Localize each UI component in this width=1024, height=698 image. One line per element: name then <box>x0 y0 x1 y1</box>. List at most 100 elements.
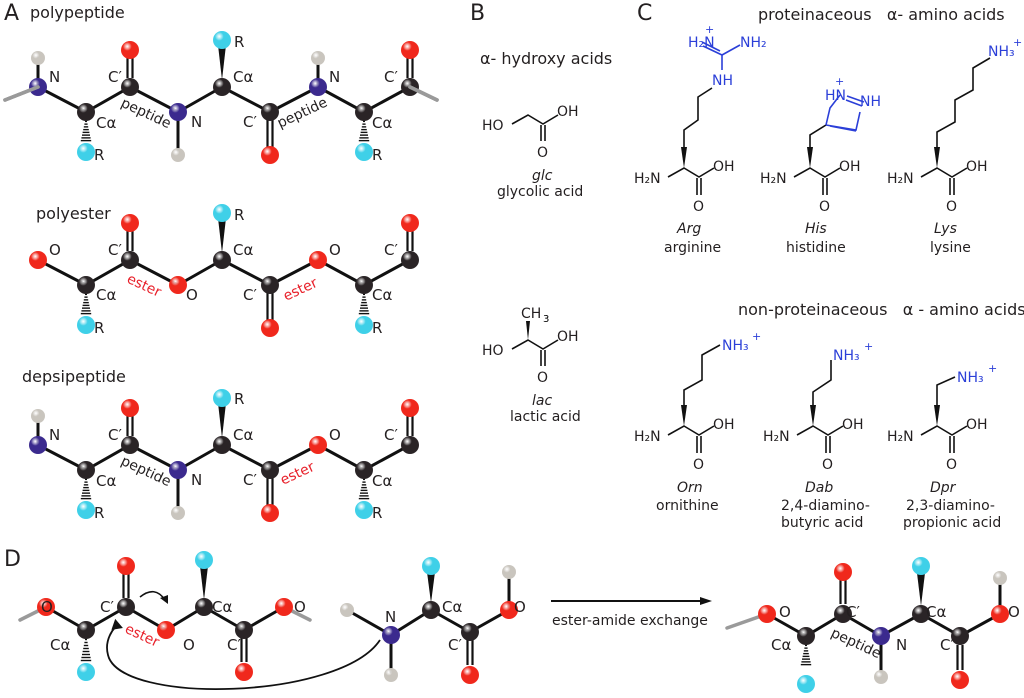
oxygen-atom <box>500 601 518 619</box>
oxygen-atom <box>29 251 47 269</box>
skeleton-bond <box>683 87 713 147</box>
carbon-atom <box>121 251 139 269</box>
r-group-atom <box>912 557 930 575</box>
nitrogen-atom <box>382 626 400 644</box>
oxygen-atom <box>121 214 139 232</box>
oxygen-atom <box>834 563 852 581</box>
carbon-atom <box>213 78 231 96</box>
wedge-bond <box>200 566 208 600</box>
atom-label: C′ <box>227 636 241 654</box>
single-bond <box>268 258 320 287</box>
carbon-atom <box>77 276 95 294</box>
atom-label: N <box>49 68 60 86</box>
hydroxyl-label: OH <box>966 417 988 433</box>
atom-label: O <box>186 286 198 304</box>
r-label: R <box>94 146 104 164</box>
atom-label: Cα <box>372 472 392 490</box>
polyester-title: polyester <box>36 204 111 223</box>
side-chain-label: NH₂ <box>740 35 767 51</box>
bond-label-peptide: peptide <box>118 95 173 132</box>
polyester-labels: O C′ Cα O Cα C′ O Cα C′ R R R ester este… <box>49 206 398 337</box>
hydrogen-atom <box>874 670 888 684</box>
atom-label: N <box>329 68 340 86</box>
atom-label: C′ <box>448 636 462 654</box>
carbon-atom <box>77 621 95 639</box>
lactic-acid-name: lactic acid <box>510 409 581 425</box>
carbonyl-o-label: O <box>822 457 833 473</box>
wedge-bond <box>218 45 226 80</box>
oxygen-atom <box>261 504 279 522</box>
hydroxyl-label: OH <box>713 159 735 175</box>
atom-label: Cα <box>233 68 253 86</box>
carbon-atom <box>195 598 213 616</box>
oxygen-atom <box>951 671 969 689</box>
r-group-atom <box>77 501 95 519</box>
skeleton-bond <box>936 376 956 405</box>
r-group-atom <box>355 316 373 334</box>
atom-label: O <box>49 241 61 259</box>
single-bond <box>36 258 88 287</box>
carbon-atom <box>912 605 930 623</box>
single-bond <box>220 85 272 114</box>
glc-abbr: glc <box>532 168 553 184</box>
atom-label: OH <box>557 329 579 345</box>
side-chain-label: NH <box>860 94 881 110</box>
atom-label: OH <box>557 104 579 120</box>
guanidino-bond <box>721 44 741 56</box>
bond-label-peptide: peptide <box>118 453 173 490</box>
amine-label: H₂N <box>760 171 787 187</box>
skeleton-bond <box>920 167 968 178</box>
atom-label: N <box>191 471 202 489</box>
oxygen-atom <box>309 251 327 269</box>
atom-label: Cα <box>96 472 116 490</box>
atom-label: C′ <box>108 68 122 86</box>
atom-label: CH <box>521 306 541 322</box>
atom-label: C′ <box>108 241 122 259</box>
hydrogen-atom <box>384 668 398 682</box>
side-chain-label: NH₃ <box>988 44 1015 60</box>
side-chain-label: NH₃ <box>833 348 860 364</box>
atom-label: Cα <box>233 426 253 444</box>
side-chain-label: H₂N <box>688 35 715 51</box>
carbon-atom <box>77 461 95 479</box>
charge-label: + <box>752 330 761 343</box>
name-label: arginine <box>664 240 721 256</box>
atom-label: C′ <box>846 603 860 621</box>
atom-label: O <box>294 598 306 616</box>
atom-label: Cα <box>96 114 116 132</box>
guanidino-double-bond <box>701 41 723 56</box>
electron-arrowhead <box>160 595 168 604</box>
skeleton-bond <box>667 425 715 436</box>
carbon-atom <box>261 103 279 121</box>
side-chain-label: HN <box>825 88 846 104</box>
abbr-label: Lys <box>934 221 957 237</box>
side-chain-label: NH <box>712 73 733 89</box>
amine-label: H₂N <box>634 171 661 187</box>
abbr-label: Dpr <box>930 480 957 496</box>
amine-label: H₂N <box>634 429 661 445</box>
amine-label: H₂N <box>763 429 790 445</box>
chain-continuation <box>3 85 40 102</box>
single-bond <box>128 258 180 287</box>
nonproteinaceous-heading: non-proteinaceous α - amino acids <box>738 300 1024 319</box>
nitrogen-atom <box>169 103 187 121</box>
imidazole-double-bond <box>845 95 865 107</box>
carbon-atom <box>261 461 279 479</box>
r-group-atom <box>797 675 815 693</box>
charge-label: + <box>835 75 844 88</box>
oxygen-atom <box>235 663 253 681</box>
single-bond <box>220 258 272 287</box>
oxygen-atom <box>261 146 279 164</box>
skeleton-bond <box>793 167 841 178</box>
hydrogen-atom <box>31 51 45 65</box>
oxygen-atom <box>991 605 1009 623</box>
r-label: R <box>94 504 104 522</box>
carbon-atom <box>834 605 852 623</box>
skeleton-bond <box>683 344 721 405</box>
carbon-atom <box>117 598 135 616</box>
atom-label: HO <box>482 118 504 134</box>
hydrogen-atom <box>171 506 185 520</box>
r-group-atom <box>355 143 373 161</box>
panel-b: α- hydroxy acids HO OH O glc glycolic ac… <box>480 49 612 425</box>
skeleton-bond <box>511 339 559 350</box>
